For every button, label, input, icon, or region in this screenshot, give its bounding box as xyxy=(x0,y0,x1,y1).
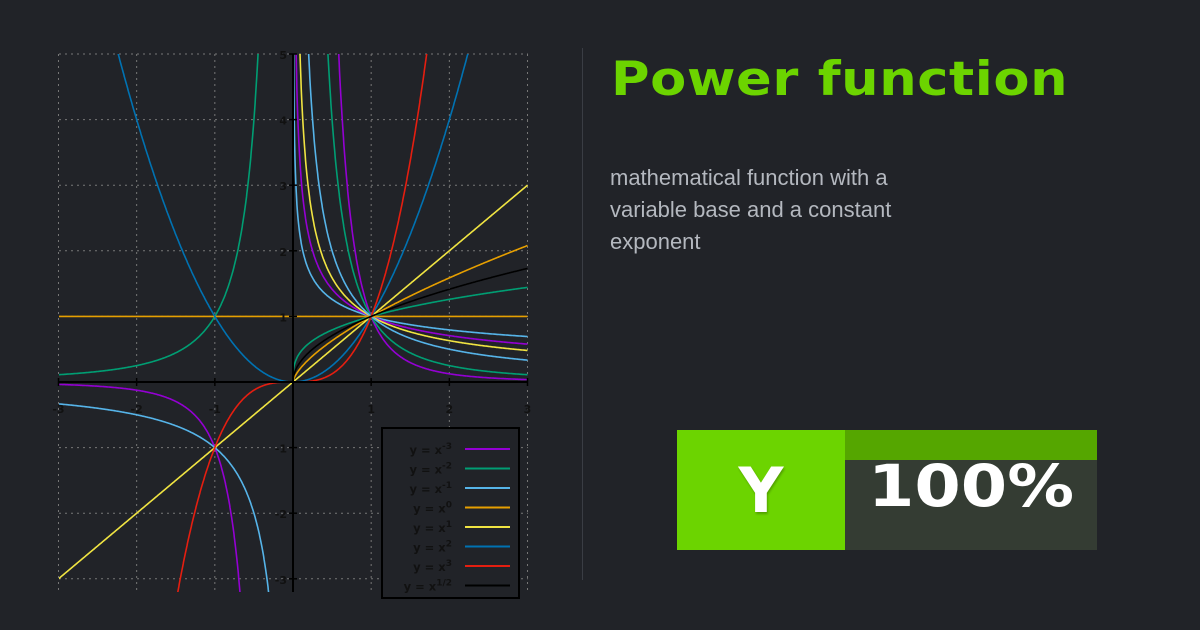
x-tick-label: 1 xyxy=(367,403,375,416)
badge-progress-fill xyxy=(845,430,1097,460)
legend-label: y = x-2 xyxy=(409,462,452,477)
legend-label: y = x-1 xyxy=(409,481,452,496)
curve-x-pow-1 xyxy=(59,381,294,580)
page-title: Power function xyxy=(611,52,1069,107)
legend-label: y = x1 xyxy=(413,520,452,535)
curve-x-pow--1 xyxy=(59,403,270,592)
legend-label: y = x-3 xyxy=(409,442,452,457)
curve-x-pow--3 xyxy=(59,383,241,592)
legend-box xyxy=(381,427,520,599)
curve-x-pow-1-2 xyxy=(292,267,528,381)
curve-x-pow-2 xyxy=(117,54,293,383)
y-tick-label: 3 xyxy=(279,180,287,193)
curve-x-pow-3 xyxy=(293,54,428,383)
x-tick-label: -1 xyxy=(209,403,221,416)
curve-x-pow--1 xyxy=(307,54,528,361)
legend-label: y = x3 xyxy=(413,559,452,574)
y-tick-label: 5 xyxy=(279,49,287,62)
curve-x-pow--2 xyxy=(327,54,528,376)
curve-extra xyxy=(292,286,528,377)
x-tick-label: 2 xyxy=(446,403,454,416)
curve-x-pow--2 xyxy=(59,54,259,376)
curve-extra xyxy=(292,54,528,338)
curve-x-pow-1 xyxy=(292,184,528,383)
curve-extra xyxy=(299,54,528,352)
y-tick-label: -2 xyxy=(275,508,287,521)
badge-value: 100% xyxy=(867,452,1075,520)
y-tick-label: 2 xyxy=(279,246,287,259)
y-tick-label: -1 xyxy=(275,443,287,456)
power-function-chart: -3 -2 -1 1 2 3 -3 -2 -1 1 2 3 4 5 y = x-3 y = x-2 y = x… xyxy=(52,49,532,599)
curve-extra xyxy=(295,54,528,345)
y-tick-label: 4 xyxy=(279,115,287,128)
badge-letter: Y xyxy=(677,430,845,550)
y-tick-label: 1 xyxy=(279,311,287,324)
badge-value-box: 100% xyxy=(845,430,1097,550)
legend-label: y = x2 xyxy=(413,540,452,555)
legend-label: y = x0 xyxy=(413,501,452,516)
y-tick-label: -3 xyxy=(275,574,287,587)
legend-label: y = x1/2 xyxy=(404,579,452,594)
x-tick-label: -2 xyxy=(131,403,143,416)
x-tick-label: -3 xyxy=(52,403,64,416)
curve-extra xyxy=(292,244,528,382)
x-tick-label: 3 xyxy=(524,403,532,416)
curve-x-pow-2 xyxy=(293,54,469,383)
curve-x-pow--3 xyxy=(337,54,528,381)
divider xyxy=(582,48,583,580)
curve-x-pow-3 xyxy=(176,381,293,592)
description: mathematical function with a variable ba… xyxy=(610,165,892,254)
percent-badge: Y 100% xyxy=(677,430,1097,550)
